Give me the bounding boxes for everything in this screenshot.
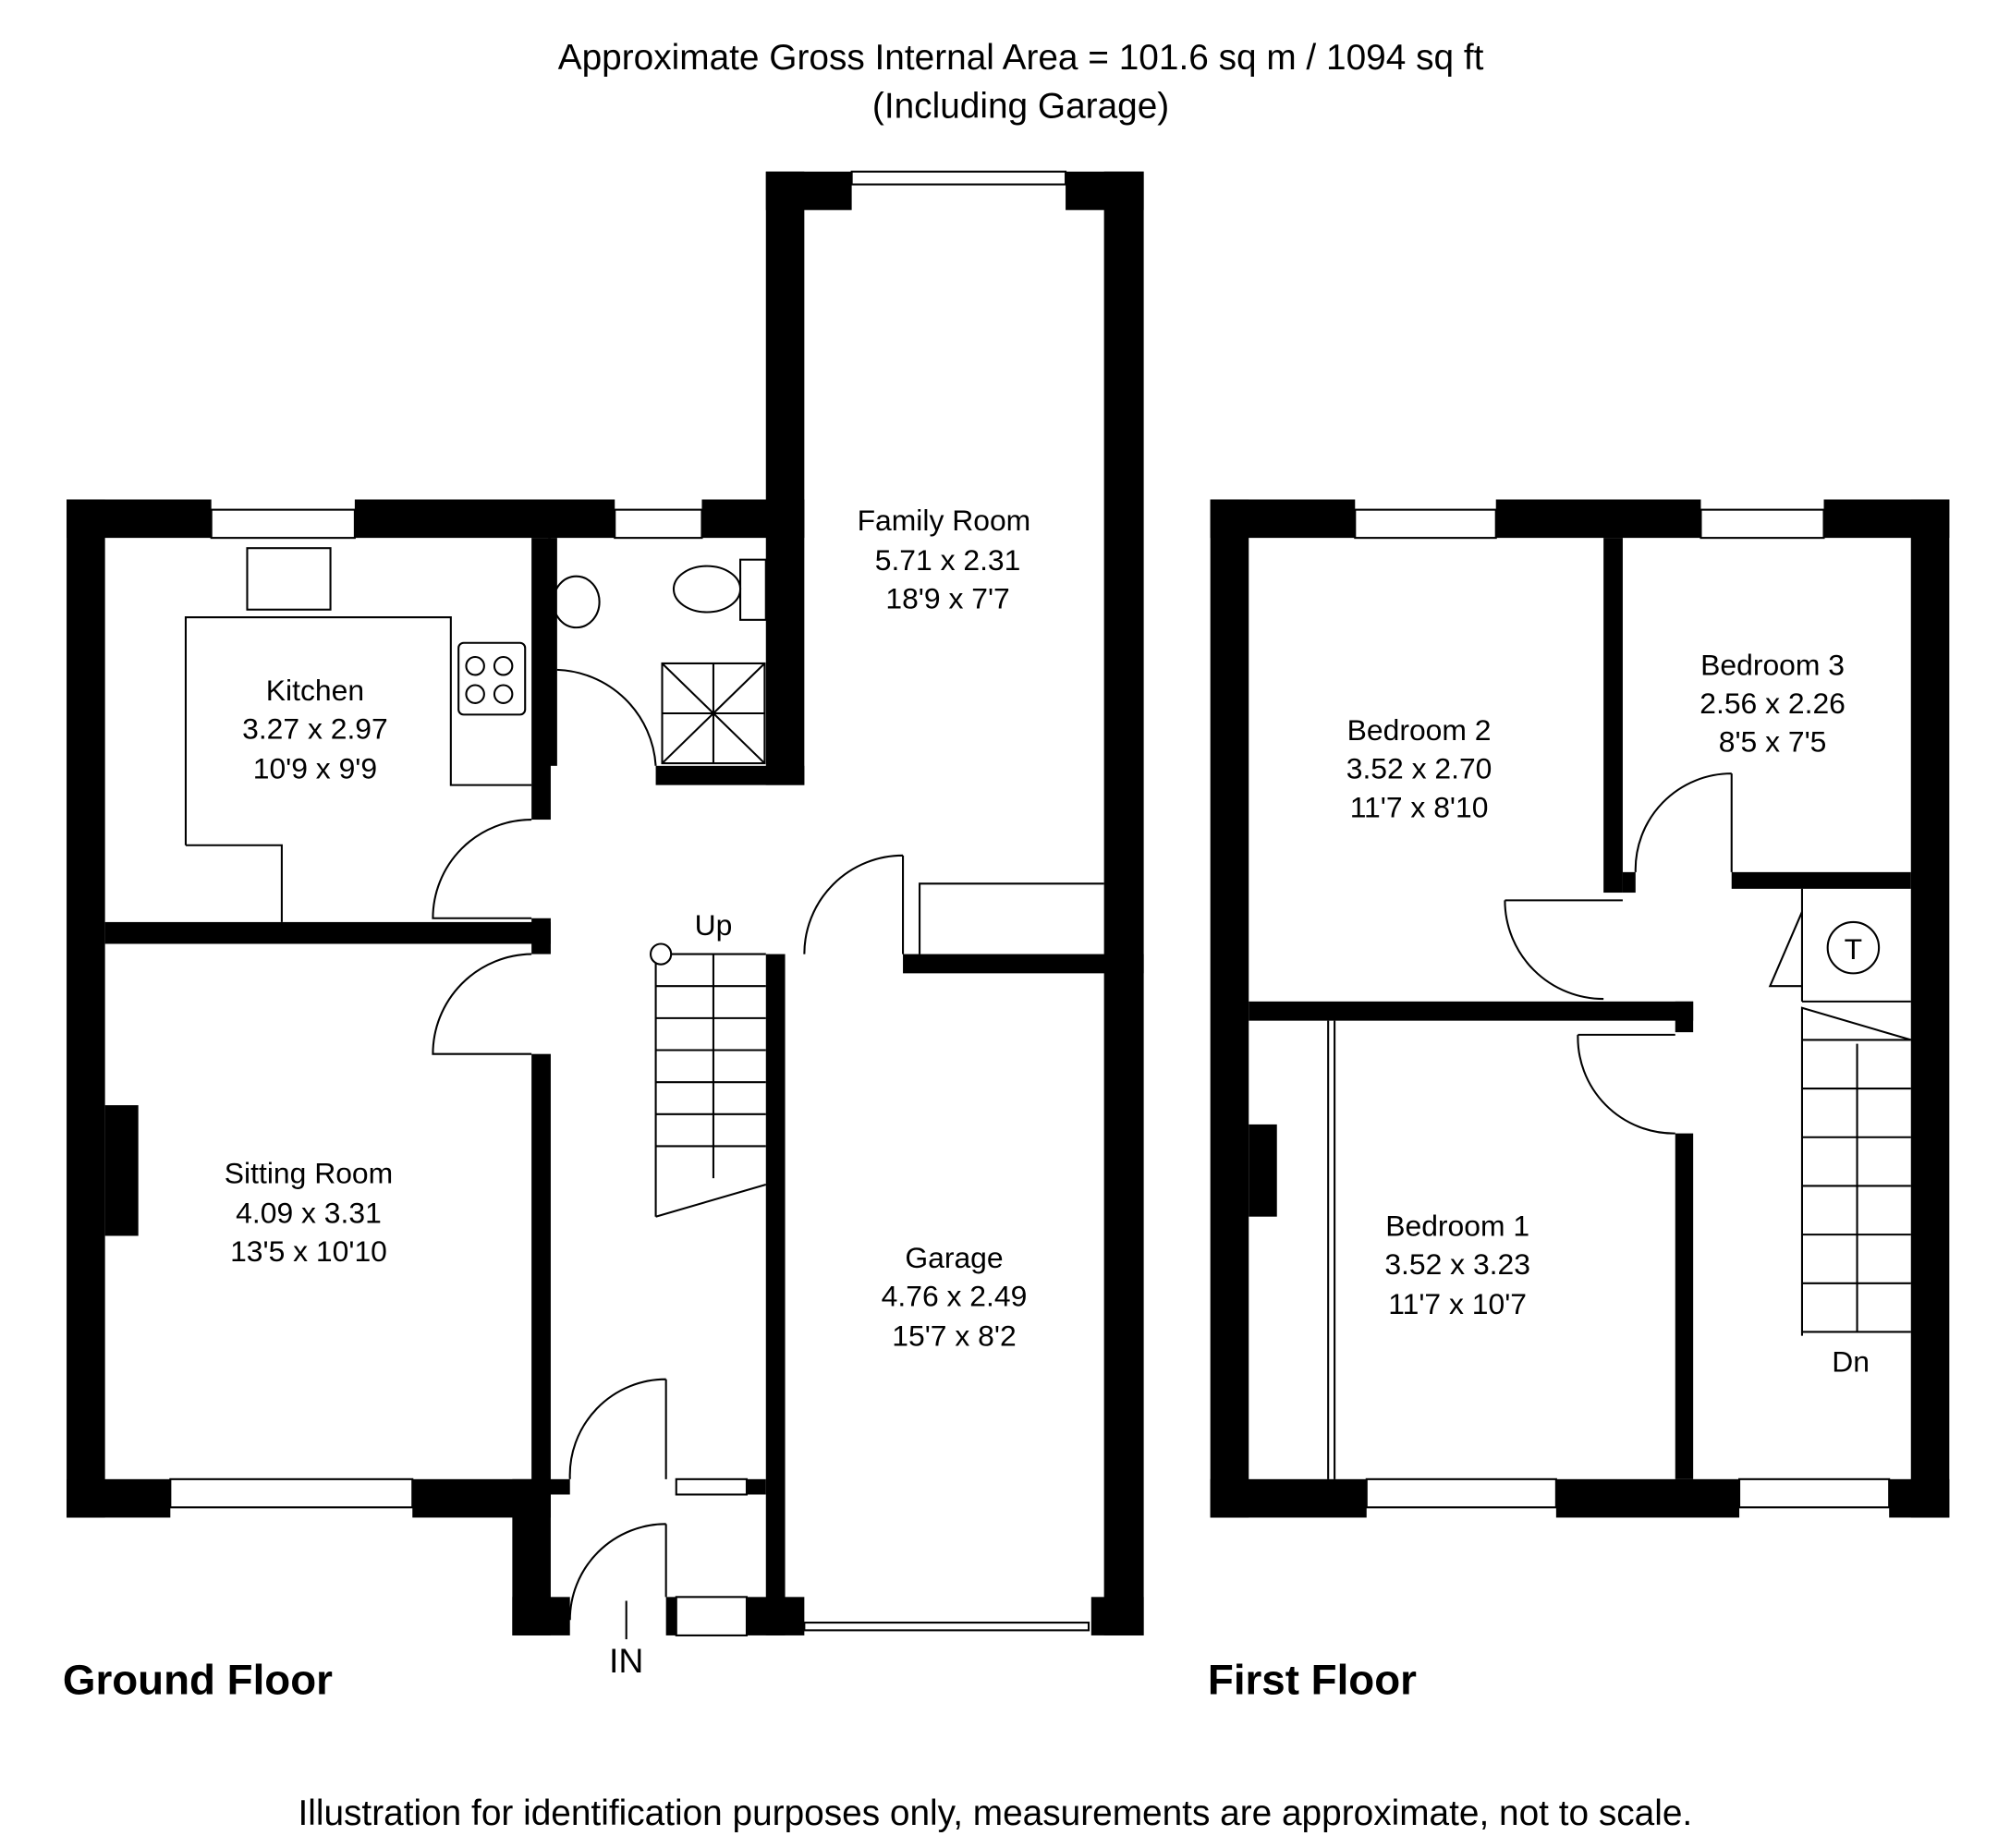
svg-text:Kitchen: Kitchen <box>266 674 364 707</box>
svg-text:IN: IN <box>609 1641 643 1680</box>
svg-text:5.71 x 2.31: 5.71 x 2.31 <box>875 543 1021 577</box>
first-floor-fixtures <box>1327 772 1912 1479</box>
svg-text:10'9 x 9'9: 10'9 x 9'9 <box>253 752 377 785</box>
svg-text:Bedroom 3: Bedroom 3 <box>1700 648 1845 681</box>
svg-text:8'5 x 7'5: 8'5 x 7'5 <box>1719 725 1827 759</box>
svg-text:Sitting Room: Sitting Room <box>225 1157 393 1190</box>
ground-floor-windows <box>169 170 1090 1636</box>
svg-text:T: T <box>1845 932 1862 966</box>
svg-text:13'5 x 10'10: 13'5 x 10'10 <box>230 1234 387 1268</box>
svg-text:Bedroom 1: Bedroom 1 <box>1385 1209 1529 1242</box>
first-floor-labels: Bedroom 2 3.52 x 2.70 11'7 x 8'10 Bedroo… <box>1346 648 1870 1378</box>
svg-text:3.52 x 3.23: 3.52 x 3.23 <box>1384 1247 1530 1281</box>
ground-floor-fixtures <box>184 547 1104 1640</box>
ground-floor-labels: Family Room 5.71 x 2.31 18'9 x 7'7 Kitch… <box>225 504 1030 1680</box>
svg-text:15'7 x 8'2: 15'7 x 8'2 <box>892 1319 1016 1353</box>
svg-text:Family Room: Family Room <box>858 504 1031 537</box>
area-note: (Including Garage) <box>872 87 1169 127</box>
first-floor-label: First Floor <box>1208 1657 1417 1704</box>
svg-text:11'7 x 10'7: 11'7 x 10'7 <box>1388 1287 1527 1320</box>
area-title: Approximate Gross Internal Area = 101.6 … <box>558 38 1484 78</box>
svg-text:Bedroom 2: Bedroom 2 <box>1347 713 1492 747</box>
svg-text:3.52 x 2.70: 3.52 x 2.70 <box>1346 752 1492 785</box>
svg-text:Dn: Dn <box>1832 1344 1870 1378</box>
disclaimer: Illustration for identification purposes… <box>298 1793 1692 1833</box>
first-floor-windows <box>1354 508 1891 1509</box>
ground-floor-label: Ground Floor <box>63 1657 333 1704</box>
svg-text:11'7 x 8'10: 11'7 x 8'10 <box>1350 790 1489 823</box>
svg-text:2.56 x 2.26: 2.56 x 2.26 <box>1700 687 1846 720</box>
svg-text:3.27 x 2.97: 3.27 x 2.97 <box>242 712 388 746</box>
svg-text:18'9 x 7'7: 18'9 x 7'7 <box>885 581 1009 614</box>
svg-text:4.09 x 3.31: 4.09 x 3.31 <box>236 1197 382 1230</box>
ground-floor-walls <box>67 171 1144 1635</box>
svg-text:4.76 x 2.49: 4.76 x 2.49 <box>882 1280 1028 1313</box>
first-floor-walls <box>1210 499 1950 1518</box>
svg-text:Up: Up <box>695 908 733 942</box>
svg-text:Garage: Garage <box>905 1241 1003 1274</box>
